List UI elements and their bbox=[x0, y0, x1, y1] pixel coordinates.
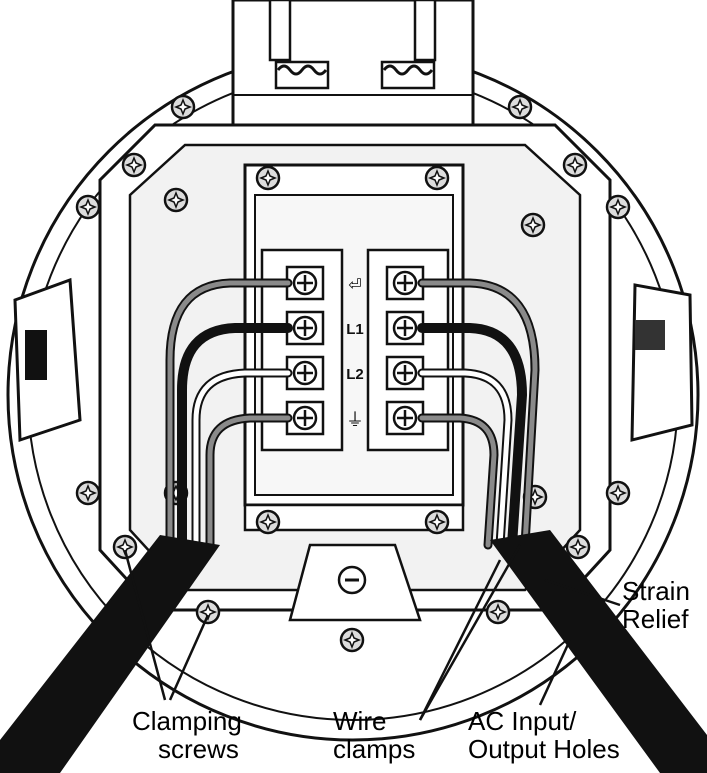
terminal-block bbox=[243, 163, 465, 532]
neutral-symbol-icon: ⏎ bbox=[348, 275, 361, 294]
callout-strain-relief: Strain Relief bbox=[622, 576, 690, 634]
cable-icon bbox=[0, 535, 220, 773]
left-side-connector bbox=[25, 330, 47, 380]
right-side-boss bbox=[630, 283, 694, 442]
terminal-label-l1: L1 bbox=[346, 321, 364, 338]
callout-wire-clamps: Wire clamps bbox=[333, 706, 416, 764]
wire-icon bbox=[165, 278, 293, 550]
callout-ac-holes: AC Input/ Output Holes bbox=[468, 706, 620, 764]
top-mounting-block bbox=[231, 0, 475, 127]
callout-leaders bbox=[123, 544, 621, 721]
right-side-connector bbox=[635, 320, 665, 350]
terminal-label-l2: L2 bbox=[346, 366, 364, 383]
wire-icon bbox=[417, 278, 540, 550]
ground-symbol-icon: ⏚ bbox=[346, 410, 364, 431]
cable-icon bbox=[490, 530, 707, 773]
left-side-boss bbox=[13, 277, 82, 443]
callout-clamping-screws: Clamping screws bbox=[132, 706, 242, 764]
